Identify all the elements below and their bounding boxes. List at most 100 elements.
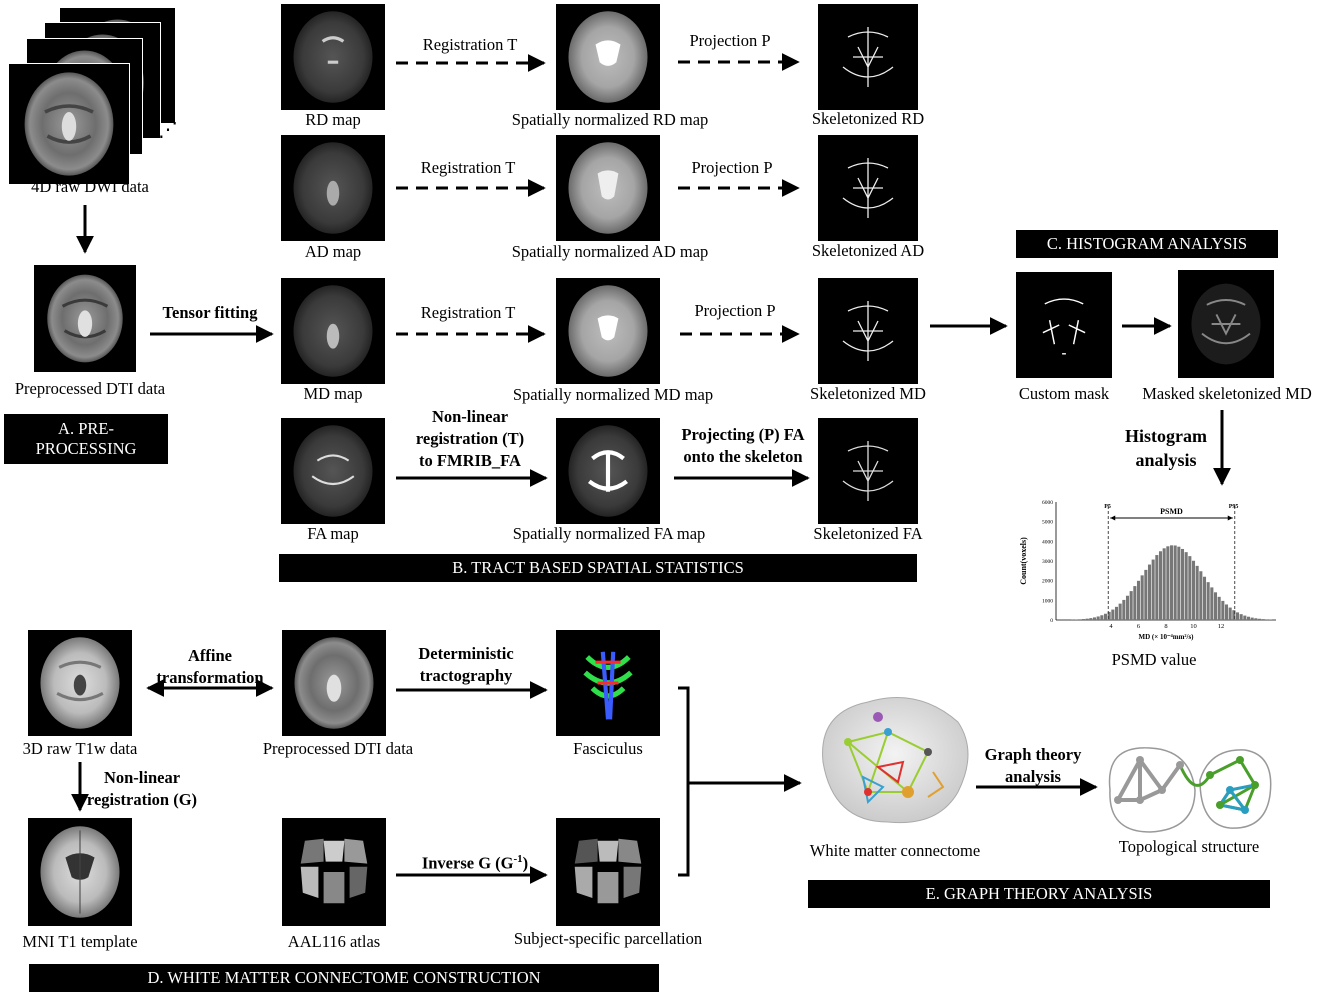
hist-bar xyxy=(1191,560,1196,620)
hist-bar xyxy=(1140,575,1144,620)
masked-skeleton-label: Masked skeletonized MD xyxy=(1142,384,1312,403)
md-normalized-label: Spatially normalized MD map xyxy=(512,385,714,404)
hist-bar xyxy=(1228,607,1232,620)
hist-bar xyxy=(1092,617,1097,620)
histogram-analysis-label: Histogram analysis xyxy=(1125,426,1207,470)
preprocessed-dti-label: Preprocessed DTI data xyxy=(14,379,166,398)
hist-x-tick: 8 xyxy=(1164,623,1167,630)
nonlinear-g-label: Non-linear registration (G) xyxy=(86,768,198,809)
hist-bar xyxy=(1210,587,1214,620)
hist-bar xyxy=(1096,616,1100,620)
p95-label: P95 xyxy=(1229,504,1239,510)
hist-bar xyxy=(1239,614,1243,620)
hist-bar xyxy=(1188,556,1192,620)
hist-bar xyxy=(1199,571,1203,620)
hist-bar xyxy=(1114,606,1119,620)
fa-skeleton-image xyxy=(818,418,918,524)
hist-bar xyxy=(1151,559,1155,620)
tensor-fitting-label: Tensor fitting xyxy=(162,303,258,322)
fa-map-image xyxy=(281,418,385,524)
hist-bar xyxy=(1155,555,1159,620)
custom-mask-label: Custom mask xyxy=(1018,384,1110,403)
fasciculus-label: Fasciculus xyxy=(573,739,643,758)
fa-normalized-label: Spatially normalized FA map xyxy=(512,524,706,543)
hist-x-tick: 4 xyxy=(1109,623,1113,630)
p5-label: P5 xyxy=(1104,504,1111,510)
hist-x-label: MD (× 10⁻⁴mm²/s) xyxy=(1138,633,1194,641)
ad-projection-label: Projection P xyxy=(691,158,773,177)
hist-bar xyxy=(1118,603,1122,620)
hist-bar xyxy=(1129,591,1133,620)
hist-bar xyxy=(1136,580,1141,620)
hist-bar xyxy=(1100,615,1104,620)
hist-y-tick: 3000 xyxy=(1042,559,1053,565)
hist-bar xyxy=(1173,545,1177,620)
hist-bar xyxy=(1111,609,1115,620)
dwi-slice-1 xyxy=(8,63,130,185)
ad-skeleton-image xyxy=(818,135,918,241)
mni-template-image xyxy=(28,818,132,926)
hist-bar xyxy=(1125,595,1130,620)
fa-skeleton-label: Skeletonized FA xyxy=(813,524,923,543)
preprocessed-dti-image xyxy=(34,265,136,372)
ad-skeleton-label: Skeletonized AD xyxy=(811,241,925,260)
hist-bar xyxy=(1206,582,1210,620)
hist-bar xyxy=(1257,618,1262,620)
psmd-range-label: PSMD xyxy=(1160,507,1183,516)
md-skeleton-image xyxy=(818,278,918,384)
fa-projection-label: Projecting (P) FA onto the skeleton xyxy=(681,425,805,466)
ad-map-image xyxy=(281,135,385,241)
psmd-range-right-head xyxy=(1227,515,1233,521)
hist-bar xyxy=(1107,611,1111,620)
topology-image xyxy=(1108,747,1272,833)
hist-bar xyxy=(1202,576,1207,620)
hist-x-tick: 10 xyxy=(1190,623,1197,630)
md-skeleton-label: Skeletonized MD xyxy=(810,384,926,403)
raw-dwi-label: 4D raw DWI data xyxy=(31,177,149,196)
md-map-label: MD map xyxy=(303,384,363,403)
psmd-value-label: PSMD value xyxy=(1111,650,1197,669)
hist-bar xyxy=(1122,599,1126,620)
hist-bar xyxy=(1085,618,1089,620)
band-histogram: C. HISTOGRAM ANALYSIS xyxy=(1016,230,1278,258)
hist-bar xyxy=(1166,546,1170,620)
hist-bar xyxy=(1147,564,1152,620)
hist-y-tick: 6000 xyxy=(1042,500,1053,506)
hist-bar xyxy=(1235,612,1240,620)
hist-bar xyxy=(1195,565,1199,620)
custom-mask-image xyxy=(1016,272,1112,378)
topology-label: Topological structure xyxy=(1118,837,1260,856)
rd-projection-label: Projection P xyxy=(689,31,771,50)
parcellation-image xyxy=(556,818,660,926)
hist-bar xyxy=(1265,619,1269,620)
fasciculus-image xyxy=(556,630,660,736)
ad-map-label: AD map xyxy=(304,242,362,261)
hist-y-tick: 4000 xyxy=(1042,539,1053,545)
band-preprocessing: A. PRE- PROCESSING xyxy=(4,414,168,464)
hist-bar xyxy=(1261,619,1265,620)
hist-y-label: Count(voxels) xyxy=(1019,537,1028,585)
rd-skeleton-label: Skeletonized RD xyxy=(811,109,925,128)
hist-bar xyxy=(1133,586,1137,620)
hist-bar xyxy=(1169,545,1174,620)
hist-bar xyxy=(1089,618,1093,620)
rd-map-image xyxy=(281,4,385,110)
t1-raw-image xyxy=(28,630,132,736)
hist-y-tick: 2000 xyxy=(1042,579,1053,585)
masked-skeleton-image xyxy=(1178,270,1274,378)
rd-skeleton-image xyxy=(818,4,918,110)
md-registration-label: Registration T xyxy=(420,303,516,322)
dti-preprocessed-d-image xyxy=(282,630,386,736)
parcellation-label: Subject-specific parcellation xyxy=(513,929,703,948)
hist-bar xyxy=(1217,596,1221,620)
dwi-stack: ⋰ xyxy=(8,8,178,185)
hist-bar xyxy=(1232,610,1236,620)
ad-normalized-label: Spatially normalized AD map xyxy=(511,242,709,261)
hist-bar xyxy=(1250,617,1254,620)
hist-bar xyxy=(1221,600,1225,620)
hist-bar xyxy=(1243,615,1247,620)
aal-atlas-image xyxy=(282,818,386,926)
graph-theory-step-label: Graph theory analysis xyxy=(984,745,1082,786)
hist-bar xyxy=(1224,604,1229,620)
